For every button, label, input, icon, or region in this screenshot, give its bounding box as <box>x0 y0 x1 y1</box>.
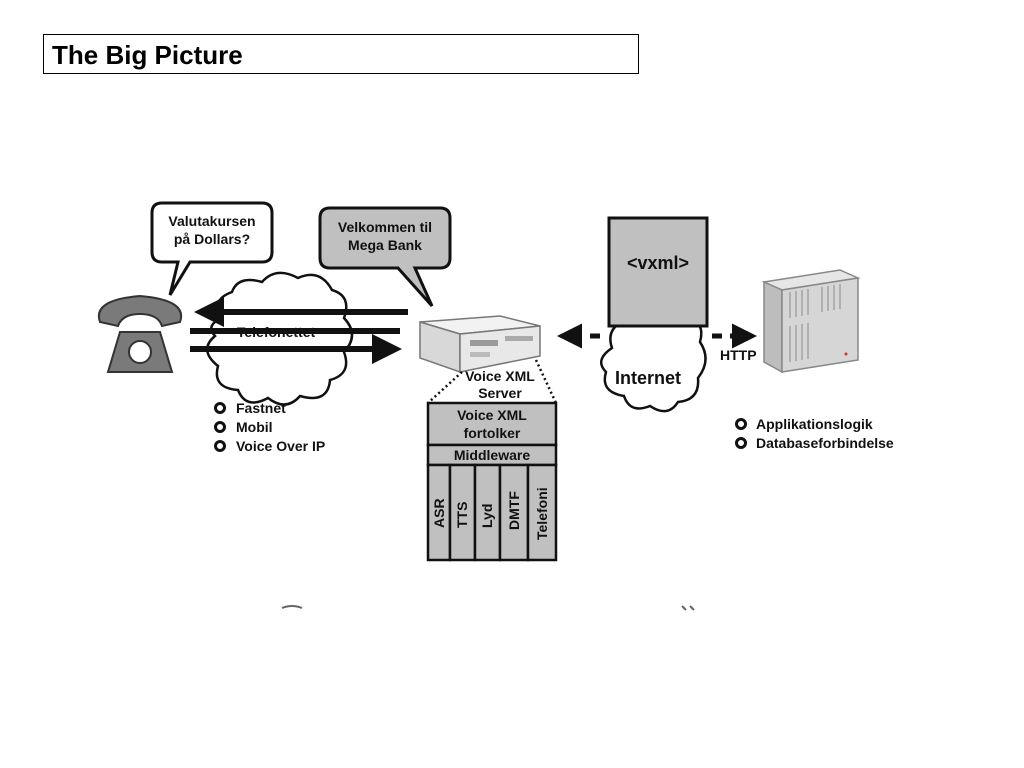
server-label-line-1: Voice XML <box>465 368 535 384</box>
server-bubble-line-1: Velkommen til <box>338 219 432 235</box>
vxml-document-label: <vxml> <box>627 253 689 273</box>
slide-title: The Big Picture <box>52 40 243 70</box>
backend-features-list: Applikationslogik Databaseforbindelse <box>735 416 894 451</box>
middleware-label: Middleware <box>454 447 530 463</box>
network-types-list: Fastnet Mobil Voice Over IP <box>214 400 325 454</box>
phone-arrows <box>190 297 408 364</box>
server-icon <box>419 315 541 374</box>
module-lyd: Lyd <box>479 504 495 528</box>
module-telefoni: Telefoni <box>534 487 550 540</box>
network-type-fastnet: Fastnet <box>236 400 286 416</box>
interpreter-layer <box>426 401 558 447</box>
module-asr: ASR <box>431 498 447 528</box>
artifact-mark <box>281 605 303 609</box>
module-dmtf-box <box>498 463 530 562</box>
module-telefoni-box <box>526 463 558 562</box>
bullet-icon <box>214 440 226 452</box>
internet-label: Internet <box>615 368 681 388</box>
feature-databaseforbindelse: Databaseforbindelse <box>756 435 894 451</box>
module-tts: TTS <box>454 502 470 528</box>
caller-speech-bubble: Valutakursen på Dollars? <box>150 201 274 296</box>
network-type-mobil: Mobil <box>236 419 273 435</box>
interpreter-line-1: Voice XML <box>457 407 527 423</box>
title-box: The Big Picture <box>43 34 639 74</box>
server-speech-bubble: Velkommen til Mega Bank <box>318 206 452 308</box>
bullet-icon <box>735 418 747 430</box>
server-bubble-line-2: Mega Bank <box>348 237 422 253</box>
vxml-document: <vxml> <box>607 216 709 328</box>
module-lyd-box <box>473 463 502 562</box>
telephone-network-cloud <box>206 271 354 406</box>
bullet-icon <box>735 437 747 449</box>
network-type-voip: Voice Over IP <box>236 438 325 454</box>
artifact-mark <box>681 605 695 611</box>
bullet-icon <box>214 421 226 433</box>
software-stack: Voice XML fortolker Middleware ASR TTS L… <box>426 401 558 562</box>
server-label-line-2: Server <box>478 385 522 401</box>
http-label: HTTP <box>720 347 757 363</box>
interpreter-line-2: fortolker <box>464 425 521 441</box>
caller-bubble-line-1: Valutakursen <box>168 213 255 229</box>
feature-applikationslogik: Applikationslogik <box>756 416 873 432</box>
module-dmtf: DMTF <box>506 491 522 530</box>
bullet-icon <box>214 402 226 414</box>
telephone-icon <box>97 294 183 373</box>
telephone-network-label: Telefonettet <box>237 324 316 340</box>
caller-bubble-line-2: på Dollars? <box>174 231 250 247</box>
backend-server-icon <box>761 269 861 374</box>
